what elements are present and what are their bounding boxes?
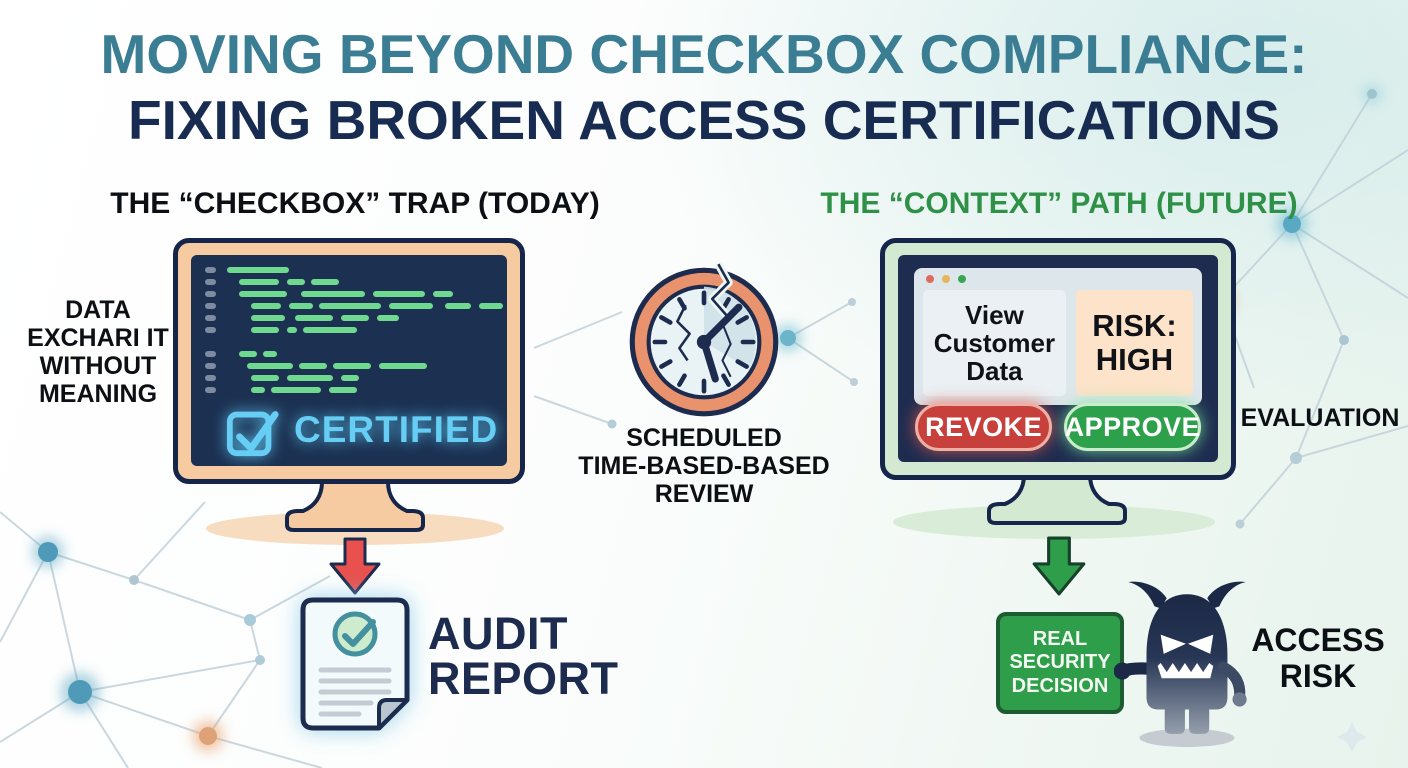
- app-window: View Customer Data RISK: HIGH: [914, 268, 1202, 405]
- left-column-heading: THE “CHECKBOX” TRAP (TODAY): [110, 187, 600, 220]
- revoke-button[interactable]: REVOKE: [915, 403, 1053, 451]
- left-monitor-stand: [285, 481, 425, 532]
- evaluation-label: EVALUATION: [1240, 404, 1400, 432]
- page-title-line2: FIXING BROKEN ACCESS CERTIFICATIONS: [128, 89, 1280, 151]
- certified-badge: CERTIFIED: [225, 402, 498, 458]
- scheduled-review-caption: SCHEDULED TIME-BASED-BASED REVIEW: [578, 424, 830, 508]
- sparkle-icon: [1337, 722, 1367, 752]
- left-side-note: DATA EXCHARI IT WITHOUT MEANING: [27, 296, 169, 408]
- access-risk-label: ACCESS RISK: [1251, 622, 1385, 694]
- context-monitor-screen: View Customer Data RISK: HIGH REVOKE APP…: [898, 255, 1218, 462]
- certified-label: CERTIFIED: [294, 409, 499, 450]
- down-arrow-red-icon: [329, 537, 381, 595]
- right-column-heading: THE “CONTEXT” PATH (FUTURE): [820, 187, 1298, 220]
- audit-report-label: AUDIT REPORT: [428, 608, 619, 704]
- risk-level-card: RISK: HIGH: [1075, 290, 1193, 396]
- context-monitor: View Customer Data RISK: HIGH REVOKE APP…: [880, 238, 1236, 480]
- audit-report-icon: [300, 597, 410, 731]
- red-dot-icon: [926, 275, 934, 283]
- access-request-card: View Customer Data: [923, 290, 1066, 396]
- right-monitor-stand: [987, 474, 1127, 525]
- broken-clock-icon: [629, 262, 779, 417]
- window-traffic-dots: [926, 275, 966, 283]
- devil-icon: [1114, 581, 1247, 747]
- down-arrow-green-icon: [1032, 536, 1086, 596]
- checkbox-monitor: CERTIFIED: [173, 238, 525, 484]
- code-lines-icon: [205, 267, 503, 393]
- green-dot-icon: [958, 275, 966, 283]
- approve-button[interactable]: APPROVE: [1063, 403, 1201, 451]
- checkbox-monitor-screen: CERTIFIED: [191, 255, 507, 466]
- yellow-dot-icon: [942, 275, 950, 283]
- certified-checkbox-icon: [226, 411, 279, 457]
- page-title-line1: MOVING BEYOND CHECKBOX COMPLIANCE:: [100, 23, 1308, 85]
- decision-box: REAL SECURITY DECISION: [996, 612, 1124, 714]
